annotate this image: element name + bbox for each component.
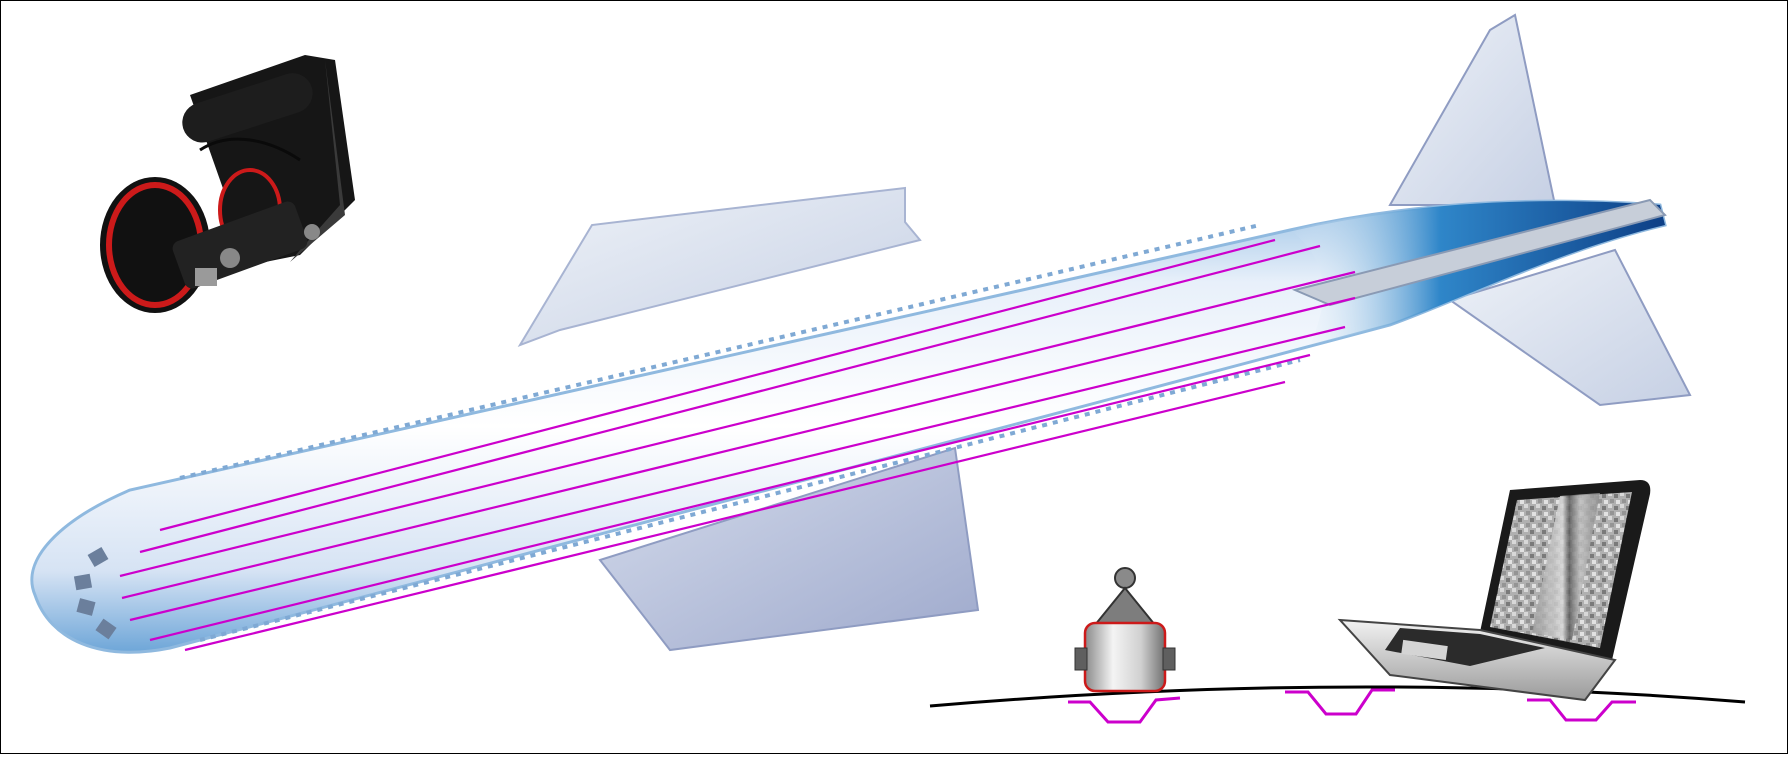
scan-lines xyxy=(119,238,1356,652)
stringer-profile xyxy=(1285,688,1395,716)
scan-line xyxy=(139,244,1321,554)
wheel-scanner-icon xyxy=(100,55,355,313)
aircraft-fuselage-icon xyxy=(30,13,1692,654)
scan-line xyxy=(119,270,1356,578)
stringer-profile xyxy=(1068,696,1181,724)
skin-surface-line xyxy=(929,685,1746,708)
scan-line xyxy=(121,296,1356,600)
scan-line xyxy=(129,325,1346,622)
scan-line xyxy=(159,238,1276,532)
stringer-profile xyxy=(1527,698,1636,722)
stringer-profiles xyxy=(1068,688,1636,724)
crawler-probe-icon xyxy=(1074,567,1176,693)
laptop-icon xyxy=(1337,480,1651,702)
scan-line xyxy=(184,380,1286,652)
scan-line xyxy=(149,353,1311,642)
